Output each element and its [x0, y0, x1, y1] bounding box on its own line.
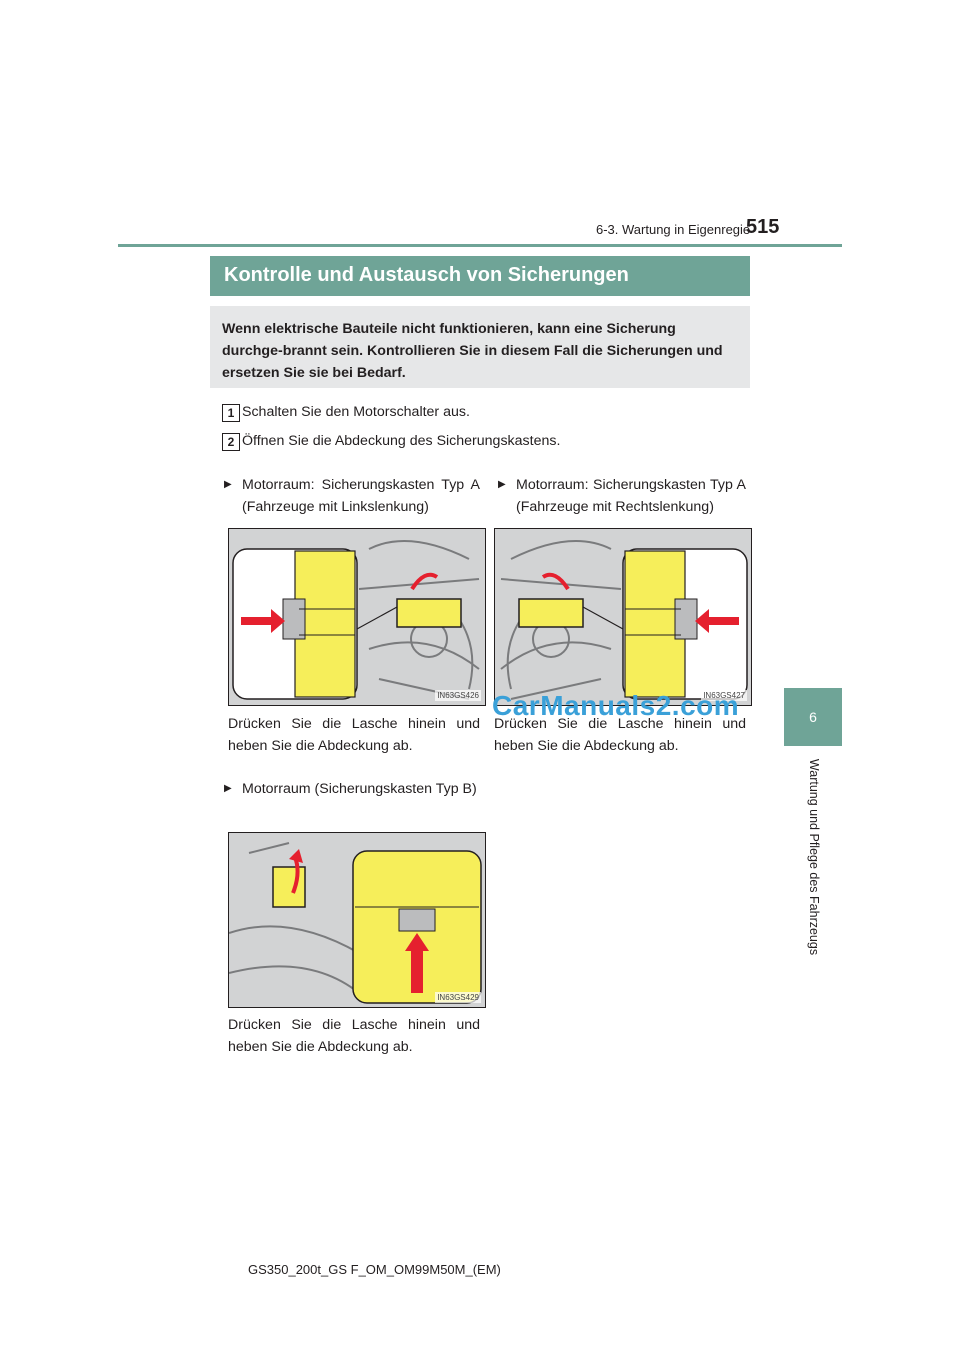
section-title: 6-3. Wartung in Eigenregie — [596, 222, 751, 237]
step-number-2: 2 — [222, 433, 240, 451]
bullet-fusebox-rhd: ▶ Motorraum: Sicherungskasten Typ A (Fah… — [498, 474, 746, 518]
figure-code: IN63GS429 — [435, 992, 481, 1003]
figure-fusebox-type-b: IN63GS429 — [228, 832, 486, 1008]
chapter-label: Wartung und Pflege des Fahrzeugs — [807, 758, 821, 956]
bullet-triangle-icon: ▶ — [498, 479, 506, 490]
engine-bay-illustration — [495, 529, 751, 705]
caption-fusebox-rhd: Drücken Sie die Lasche hinein und heben … — [494, 716, 746, 754]
bullet-fusebox-type-b: ▶ Motorraum (Sicherungskasten Typ B) — [224, 778, 480, 800]
caption-fusebox-lhd: Drücken Sie die Lasche hinein und heben … — [228, 716, 480, 754]
caption-fusebox-type-b: Drücken Sie die Lasche hinein und heben … — [228, 1017, 480, 1055]
watermark: CarManuals2.com — [492, 690, 740, 721]
step-number-1: 1 — [222, 404, 240, 422]
bullet-triangle-icon: ▶ — [224, 783, 232, 794]
chapter-tab: 6 — [784, 688, 842, 746]
bullet-fusebox-lhd: ▶ Motorraum: Sicherungskasten Typ A (Fah… — [224, 474, 480, 518]
header-divider — [118, 244, 842, 247]
intro-box: Wenn elektrische Bauteile nicht funktion… — [210, 306, 750, 388]
section-heading: Kontrolle und Austausch von Sicherungen — [210, 256, 750, 296]
page-number: 515 — [746, 216, 780, 238]
document-code: GS350_200t_GS F_OM_OM99M50M_(EM) — [248, 1262, 501, 1277]
engine-bay-illustration — [229, 529, 485, 705]
figure-fusebox-rhd: IN63GS427 — [494, 528, 752, 706]
figure-fusebox-lhd: IN63GS426 — [228, 528, 486, 706]
figure-code: IN63GS426 — [435, 690, 481, 701]
step-text-1: Schalten Sie den Motorschalter aus. — [242, 404, 470, 420]
fusebox-b-illustration — [229, 833, 485, 1007]
figure-code: IN63GS427 — [701, 690, 747, 701]
bullet-triangle-icon: ▶ — [224, 479, 232, 490]
step-text-2: Öffnen Sie die Abdeckung des Sicherungsk… — [242, 433, 561, 449]
